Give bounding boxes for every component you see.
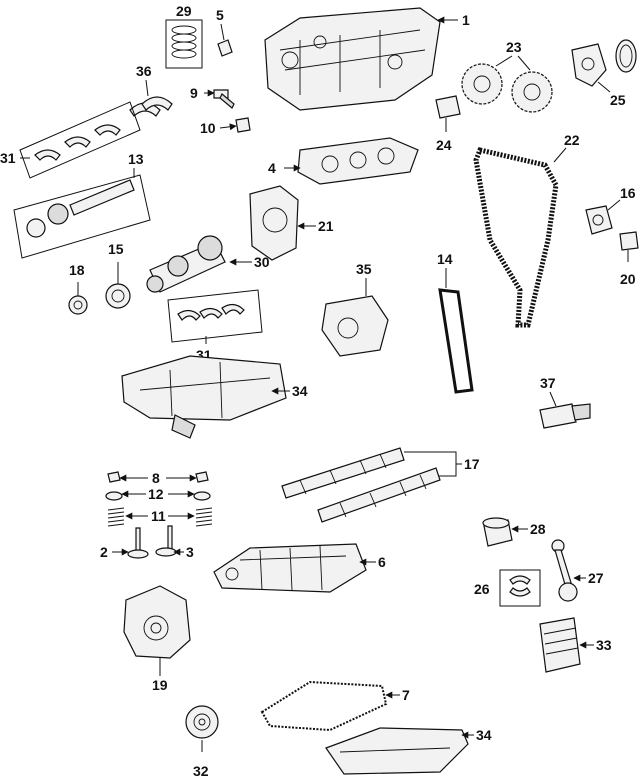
callout-28: 28 <box>530 521 546 537</box>
callout-23: 23 <box>506 39 522 55</box>
callout-14: 14 <box>437 251 453 267</box>
callout-34-lower: 34 <box>476 727 492 743</box>
cam-sprockets-part-23[interactable] <box>461 63 553 113</box>
water-pump-part-35[interactable] <box>321 295 389 357</box>
oil-pan-lower-part-34[interactable] <box>325 727 469 775</box>
callout-35: 35 <box>356 261 372 277</box>
callout-11: 11 <box>151 508 166 524</box>
timing-cover-part-21[interactable] <box>249 185 299 261</box>
tensioner-part-16[interactable] <box>585 205 613 235</box>
callout-19: 19 <box>152 677 168 693</box>
connecting-rod-part-27[interactable] <box>551 539 578 602</box>
rod-bearings-part-31[interactable] <box>167 289 263 343</box>
callout-13: 13 <box>128 151 144 167</box>
valve-springs-part-11[interactable] <box>107 507 213 527</box>
solenoid-part-37[interactable] <box>539 403 591 429</box>
sensor-part-9[interactable] <box>213 89 235 109</box>
callout-16: 16 <box>620 185 636 201</box>
callout-26: 26 <box>474 581 490 597</box>
callout-22: 22 <box>564 132 580 148</box>
callout-37: 37 <box>540 375 556 391</box>
callout-5: 5 <box>216 7 224 23</box>
callout-29: 29 <box>176 3 192 19</box>
intake-valve-part-2[interactable] <box>127 527 149 559</box>
callout-10: 10 <box>200 120 216 136</box>
intake-manifold-part-6[interactable] <box>213 543 367 593</box>
head-gasket-part-4[interactable] <box>297 137 419 185</box>
callout-32: 32 <box>193 763 209 779</box>
callout-20: 20 <box>620 271 636 287</box>
callout-27: 27 <box>588 570 604 586</box>
oil-cooler-part-33[interactable] <box>539 617 581 673</box>
valve-keepers-part-8[interactable] <box>107 471 209 483</box>
callout-6: 6 <box>378 554 386 570</box>
callout-9: 9 <box>190 85 198 101</box>
callout-25: 25 <box>610 92 626 108</box>
callout-36: 36 <box>136 63 152 79</box>
accessory-belt-part-14[interactable] <box>438 288 474 394</box>
callout-31-upper: 31 <box>0 150 16 166</box>
main-bearings-part-31[interactable] <box>19 101 141 179</box>
sensor-part-10[interactable] <box>235 117 251 133</box>
timing-belt-part-22[interactable] <box>473 147 559 328</box>
sensor-part-5[interactable] <box>217 39 233 57</box>
exhaust-valve-part-3[interactable] <box>155 525 177 557</box>
crankshaft-part-30[interactable] <box>146 235 226 293</box>
sprocket-part-18[interactable] <box>68 295 88 315</box>
callout-18: 18 <box>69 262 85 278</box>
piston-part-28[interactable] <box>482 517 513 547</box>
cam-bolt-part-24[interactable] <box>435 95 461 119</box>
callout-7: 7 <box>402 687 410 703</box>
vacuum-pump-part-25[interactable] <box>571 39 637 87</box>
front-cover-part-19[interactable] <box>123 585 191 659</box>
bearing-shells-part-36[interactable] <box>129 96 173 117</box>
callout-21: 21 <box>318 218 334 234</box>
callout-4: 4 <box>268 160 276 176</box>
oil-pan-upper-part-34[interactable] <box>121 355 287 439</box>
callout-24: 24 <box>436 137 452 153</box>
callout-1: 1 <box>462 12 470 28</box>
pulley-part-15[interactable] <box>105 283 131 309</box>
cylinder-head-part[interactable] <box>264 7 441 111</box>
callout-3: 3 <box>186 544 194 560</box>
callout-15: 15 <box>108 241 124 257</box>
callout-33: 33 <box>596 637 612 653</box>
callout-17: 17 <box>464 456 480 472</box>
oil-pan-gasket-part-7[interactable] <box>260 680 388 732</box>
callout-2: 2 <box>100 544 108 560</box>
callout-30: 30 <box>254 254 270 270</box>
callout-12: 12 <box>148 486 164 502</box>
piston-rings-part[interactable] <box>165 19 203 69</box>
camshafts-part-17[interactable] <box>281 447 441 523</box>
crank-pulley-part-32[interactable] <box>185 705 219 739</box>
callout-34-upper: 34 <box>292 383 308 399</box>
rod-bearings-part-26[interactable] <box>499 569 541 607</box>
idler-part-20[interactable] <box>619 231 639 251</box>
callout-8: 8 <box>152 470 160 486</box>
balance-shaft-part-13[interactable] <box>13 174 151 259</box>
